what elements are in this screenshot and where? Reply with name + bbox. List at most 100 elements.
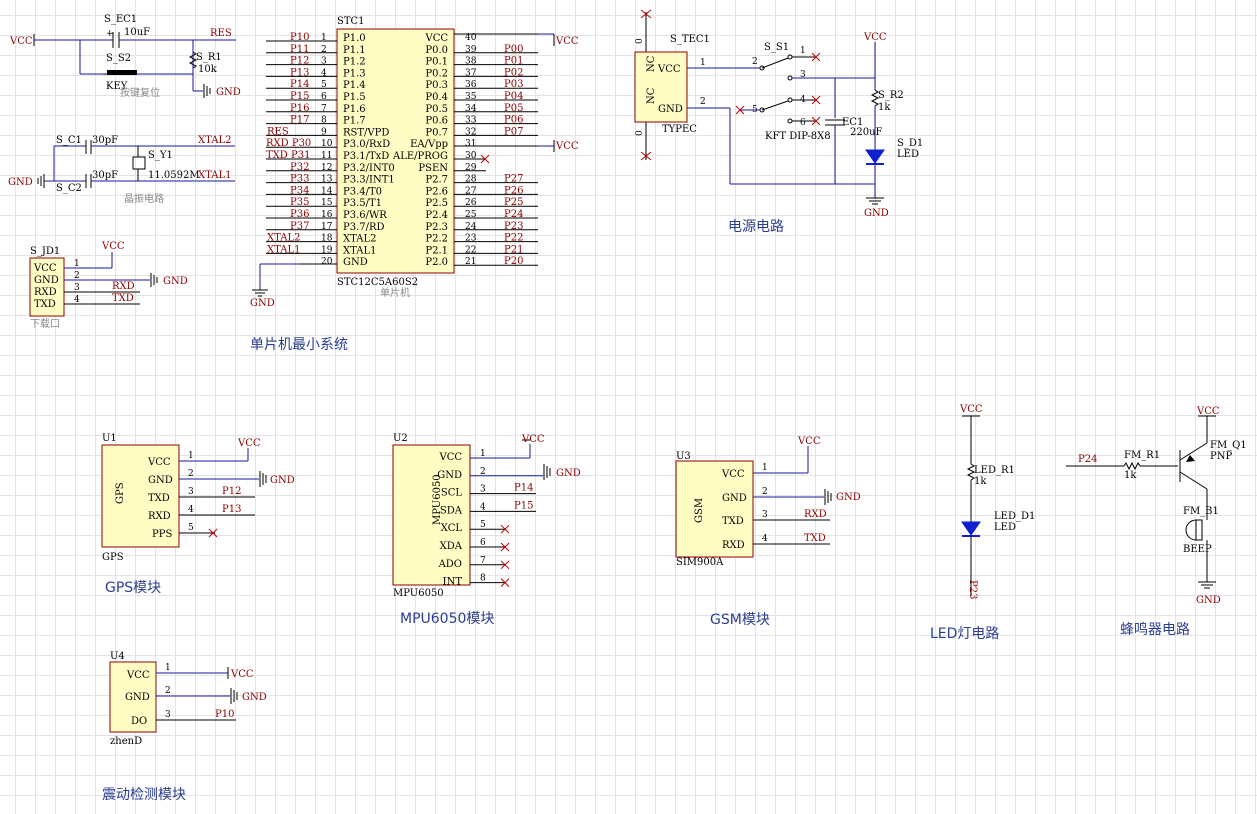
mcu-pin-number: 20 xyxy=(321,257,333,267)
mcu-pin-name: P0.7 xyxy=(425,127,448,138)
gsm-body xyxy=(675,460,754,558)
mcu-pin-name: P3.5/T1 xyxy=(343,198,382,209)
gps-rxd-net: P13 xyxy=(222,504,241,515)
mcu-pin-net: P34 xyxy=(290,185,309,196)
crystal-y1-value: 11.0592M xyxy=(148,170,200,181)
vib-do-net: P10 xyxy=(215,709,234,720)
mcu-pin-name: P0.3 xyxy=(425,80,448,91)
switch-icon xyxy=(761,100,789,111)
buzzer-net-label: P24 xyxy=(1078,454,1097,465)
switch-s1-value: KFT DIP-8X8 xyxy=(765,131,831,142)
mcu-pin-number: 3 xyxy=(321,57,327,67)
mcu-pin-number: 27 xyxy=(465,186,477,196)
mcu-pin-net: P04 xyxy=(504,91,523,102)
svg-text:1: 1 xyxy=(762,463,768,473)
mcu-pin-number: 13 xyxy=(321,175,333,185)
mcu-pin-net: P15 xyxy=(290,91,309,102)
mcu-designator: STC1 xyxy=(337,16,365,27)
svg-text:4: 4 xyxy=(188,505,194,515)
download-header: S_JD1 VCC GND RXD TXD VCC GND RXD TXD 12… xyxy=(29,241,188,330)
vib-designator: U4 xyxy=(110,651,125,662)
gnd-label: GND xyxy=(250,298,275,309)
mcu-pin-name: P3.6/WR xyxy=(343,210,387,221)
mpu-pin-number: 6 xyxy=(480,538,486,548)
mpu-pin-number: 3 xyxy=(480,485,486,495)
mcu-pin-net: P06 xyxy=(504,115,523,126)
mcu-pin-net: P00 xyxy=(504,44,523,55)
svg-text:3: 3 xyxy=(762,510,768,520)
mcu-pin-number: 22 xyxy=(465,245,476,255)
vcc-label: VCC xyxy=(101,241,125,252)
mpu-pin-label: ADO xyxy=(438,559,462,570)
cap-c2-designator: S_C2 xyxy=(56,183,82,194)
led-d1-designator: S_D1 xyxy=(897,138,923,149)
svg-text:5: 5 xyxy=(188,523,194,533)
mcu-pin-name: VCC xyxy=(424,33,448,44)
title-mcu: 单片机最小系统 xyxy=(250,337,348,353)
mcu-pin-number: 30 xyxy=(465,151,477,161)
mcu-pin-name: P1.1 xyxy=(343,45,366,56)
gsm-rxd-net: RXD xyxy=(804,509,827,520)
title-buzzer: 蜂鸣器电路 xyxy=(1120,621,1190,638)
mcu-pin-number: 14 xyxy=(321,186,333,196)
mcu-pin-number: 33 xyxy=(465,116,477,126)
mcu-pin-net: P05 xyxy=(504,103,523,114)
mcu-pin-number: 25 xyxy=(465,210,477,220)
mcu-pin-net: P24 xyxy=(504,209,523,220)
mpu-inner-label: MPU6050 xyxy=(432,474,443,525)
mcu-pin-number: 36 xyxy=(465,80,477,90)
typec-value: TYPEC xyxy=(662,124,697,135)
mcu-pin-number: 39 xyxy=(465,45,477,55)
mcu-pin-net: P17 xyxy=(290,115,309,126)
mcu-pin-name: P2.7 xyxy=(425,175,448,186)
mcu-pin-name: P3.1/TxD xyxy=(343,151,389,162)
mcu-pin-net: P14 xyxy=(290,79,309,90)
mcu-pin-name: P3.0/RxD xyxy=(343,139,390,150)
mcu-pin-number: 21 xyxy=(465,257,476,267)
mcu-pin-name: P1.0 xyxy=(343,33,366,44)
svg-text:6: 6 xyxy=(800,118,806,128)
mcu-pin-net: P37 xyxy=(290,221,309,232)
mpu-pin-number: 7 xyxy=(480,556,486,566)
vcc-label: VCC xyxy=(9,36,33,47)
svg-text:3: 3 xyxy=(800,70,806,80)
mcu-pin-net: P07 xyxy=(504,126,523,137)
mcu-pin-net: P13 xyxy=(290,67,309,78)
mpu-body xyxy=(392,444,471,586)
svg-text:1: 1 xyxy=(74,259,80,269)
mpu-pin-label: SCL xyxy=(441,488,463,499)
jd1-pin-label: VCC xyxy=(33,263,57,274)
mcu-pin-name: RST/VPD xyxy=(343,127,389,138)
switch-s1-designator: S_S1 xyxy=(764,42,789,53)
mcu-pin-number: 19 xyxy=(321,245,333,255)
mcu-pin-name: P3.7/RD xyxy=(343,222,385,233)
mcu-pin-net: P33 xyxy=(290,174,309,185)
mcu-pin-net: P22 xyxy=(504,233,523,244)
switch-icon xyxy=(761,57,789,69)
mpu-pin-label: SDA xyxy=(440,505,463,516)
mcu-pin-net: P20 xyxy=(504,256,523,267)
buzzer-icon xyxy=(1185,519,1197,541)
mcu-pin-number: 24 xyxy=(465,222,477,232)
mpu-pin-label: INT xyxy=(443,577,463,588)
buzzer-b1-designator: FM_B1 xyxy=(1183,506,1219,517)
svg-text:3: 3 xyxy=(165,710,171,720)
cap-c2-value: 30pF xyxy=(92,170,118,181)
mcu-note: 单片机 xyxy=(380,286,410,299)
mcu-pin-number: 2 xyxy=(321,45,327,55)
led-d1-designator: LED_D1 xyxy=(994,511,1035,522)
title-power: 电源电路 xyxy=(728,219,784,235)
buzzer-q1-value: PNP xyxy=(1210,451,1232,462)
mcu-pin-name: P0.2 xyxy=(425,68,448,79)
mcu-pin-name: P2.1 xyxy=(425,245,448,256)
gnd-label: GND xyxy=(556,468,581,479)
jd1-pin-label: GND xyxy=(34,275,59,286)
gsm-pin-label: RXD xyxy=(722,540,745,551)
mcu-pin-number: 4 xyxy=(321,68,327,78)
gsm-part: SIM900A xyxy=(676,557,724,568)
resistor-icon xyxy=(188,51,198,69)
mcu-pin-name: P3.2/INT0 xyxy=(343,163,395,174)
svg-text:4: 4 xyxy=(762,534,768,544)
buzzer-q1-designator: FM_Q1 xyxy=(1210,440,1247,451)
gps-pin-label: RXD xyxy=(148,511,171,522)
